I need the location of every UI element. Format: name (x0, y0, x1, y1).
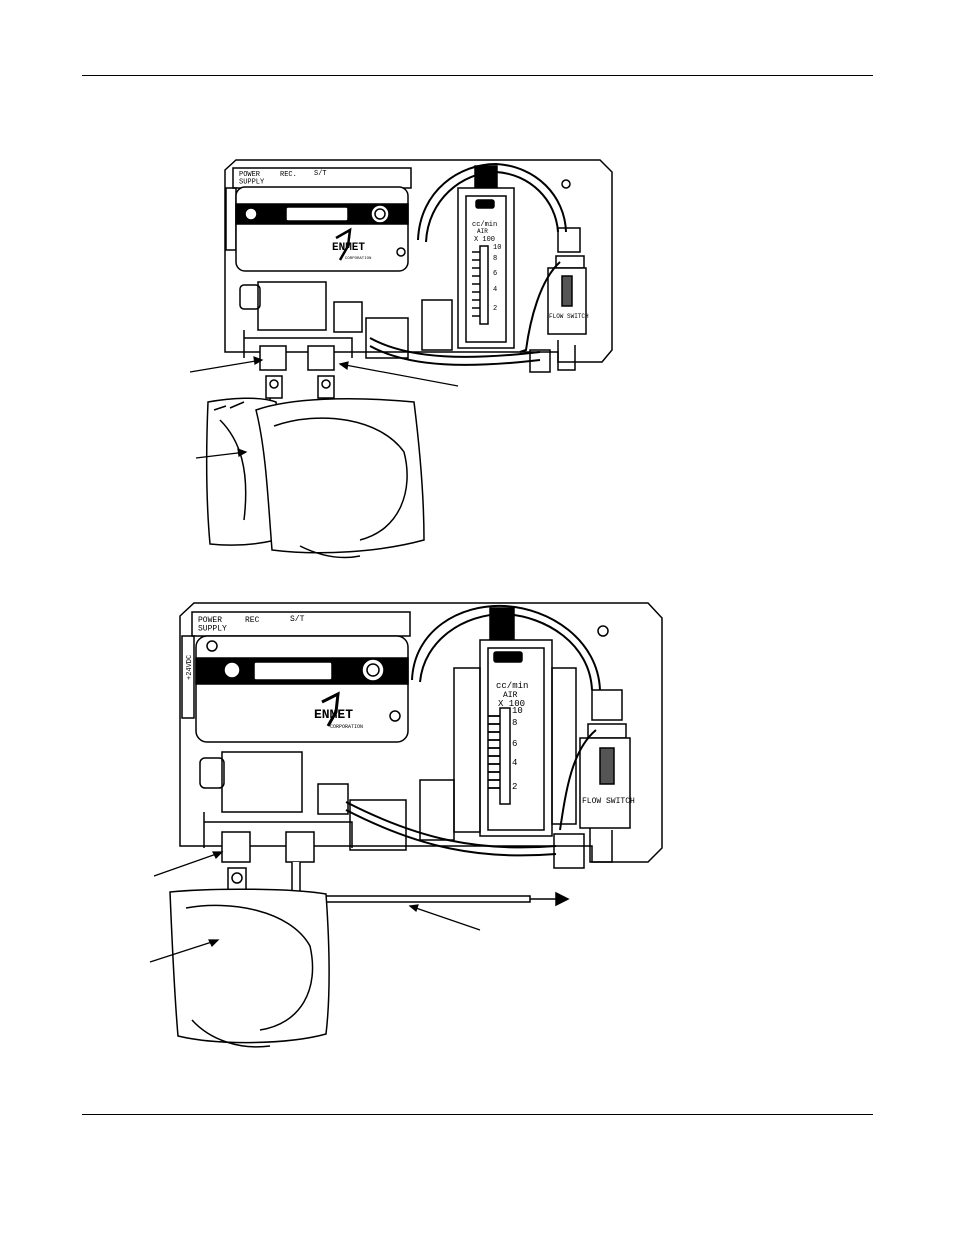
top-rec-label: REC. (280, 171, 297, 179)
bottom-manifold (199, 751, 353, 902)
bottom-scale-6: 6 (512, 739, 517, 749)
top-flow-switch: FLOW SWITCH (519, 227, 589, 371)
top-flow-switch-label: FLOW SWITCH (549, 313, 589, 320)
top-flowmeter-multiplier: X 100 (474, 236, 495, 244)
top-st-label: S/T (314, 170, 327, 178)
top-scale-8: 8 (493, 255, 497, 263)
top-leader-lines (189, 356, 459, 459)
bottom-sensor-module: ENMET CORPORATION (195, 635, 409, 743)
top-scale-10: 10 (493, 244, 501, 252)
bottom-rec-label: REC (245, 616, 260, 625)
top-scale-4: 4 (493, 286, 497, 294)
bottom-leader-lines (149, 851, 481, 963)
top-mounting-hole (561, 179, 571, 189)
header-rule (82, 75, 873, 76)
top-sample-bag-right (255, 397, 425, 559)
bottom-flowmeter-multiplier: X 100 (498, 699, 525, 709)
bottom-st-label: S/T (290, 615, 305, 624)
bottom-side-voltage-label: +24VDC (186, 655, 194, 680)
bottom-brand-sub: CORPORATION (330, 724, 363, 730)
top-scale-6: 6 (493, 270, 497, 278)
bottom-scale-8: 8 (512, 718, 517, 728)
bottom-flow-switch-label: FLOW SWITCH (582, 797, 635, 806)
top-flowmeter: cc/min AIR X 100 10 8 6 4 2 (457, 165, 515, 349)
bottom-scale-4: 4 (512, 758, 517, 768)
bottom-mounting-plate (179, 602, 663, 863)
top-brand-logo: ENMET (332, 242, 365, 254)
top-sensor-module: ENMET CORPORATION (235, 186, 409, 272)
top-manifold (239, 281, 363, 408)
bottom-sample-bag (169, 888, 330, 1048)
bottom-exhaust-arrow (530, 891, 570, 907)
bottom-flowmeter-units: cc/min (496, 681, 528, 691)
bottom-brand-logo: ENMET (314, 707, 353, 722)
bottom-scale-2: 2 (512, 782, 517, 792)
top-mounting-plate (224, 159, 613, 363)
bottom-mounting-hole (597, 625, 609, 637)
bottom-flow-switch: FLOW SWITCH (559, 689, 635, 863)
bottom-scale-10: 10 (512, 706, 523, 716)
bottom-flowmeter: cc/min AIR X 100 10 8 6 4 2 (453, 607, 577, 837)
top-brand-sub: CORPORATION (345, 257, 372, 261)
bottom-flowmeter-gas: AIR (503, 691, 518, 700)
footer-rule (82, 1114, 873, 1115)
top-scale-2: 2 (493, 305, 497, 313)
top-flowmeter-gas: AIR (477, 228, 488, 235)
top-flowmeter-units: cc/min (472, 221, 497, 229)
